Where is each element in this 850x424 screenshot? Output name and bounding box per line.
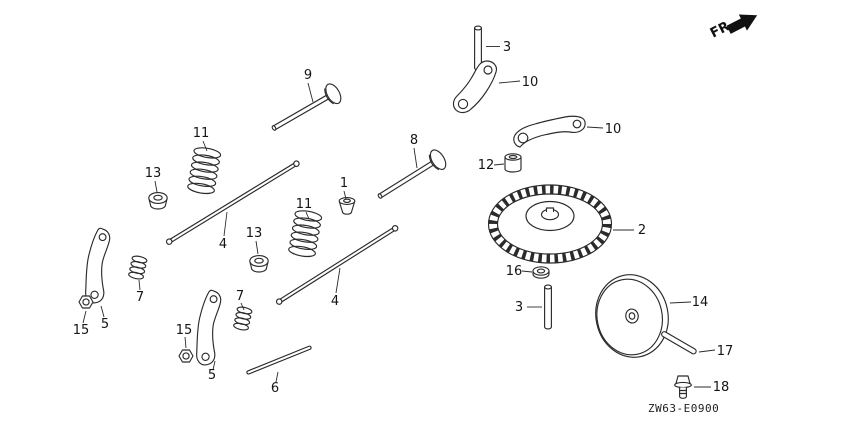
part-10-rocker-arm-upper — [452, 60, 498, 114]
part-11-spring-mid — [287, 208, 323, 259]
part-label-4-upper: 4 — [219, 237, 227, 252]
part-label-15-mid: 15 — [176, 323, 193, 338]
part-label-12: 12 — [478, 158, 495, 173]
part-label-8: 8 — [410, 133, 418, 148]
part-17-pin — [661, 331, 697, 355]
part-label-3-lower: 3 — [515, 300, 523, 315]
part-label-7-mid: 7 — [236, 289, 244, 304]
part-label-9: 9 — [304, 68, 312, 83]
part-labels: 3 10 9 10 8 12 11 13 1 4 11 13 2 16 3 14… — [73, 40, 734, 396]
part-5-arm-left — [84, 227, 111, 305]
part-11-spring-left — [186, 145, 222, 196]
part-label-7-left: 7 — [136, 290, 144, 305]
part-13-retainer-mid — [249, 255, 269, 273]
part-label-16: 16 — [506, 264, 523, 279]
part-5-arm-mid — [195, 289, 222, 367]
part-9-valve — [266, 80, 345, 139]
diagram-code: ZW63-E0900 — [648, 402, 719, 415]
fr-arrow-icon — [726, 14, 758, 34]
part-8-valve — [372, 146, 450, 207]
part-label-4-lower: 4 — [331, 294, 339, 309]
part-14-plate — [595, 274, 669, 358]
part-label-6: 6 — [271, 381, 279, 396]
part-label-5-mid: 5 — [208, 368, 216, 383]
part-label-5-left: 5 — [101, 317, 109, 332]
part-label-10-right: 10 — [605, 122, 622, 137]
part-label-17: 17 — [717, 344, 734, 359]
part-6-rod — [246, 345, 312, 375]
part-label-18: 18 — [713, 380, 730, 395]
part-label-10-upper: 10 — [522, 75, 539, 90]
part-4-pushrod-upper — [165, 160, 300, 245]
part-label-3-top: 3 — [503, 40, 511, 55]
part-2-cam-gear — [487, 184, 613, 264]
fr-direction-indicator: FR. — [708, 14, 758, 42]
part-16-washer — [532, 266, 550, 279]
part-3-pin-lower — [544, 284, 552, 330]
part-15-nut-mid — [178, 349, 194, 363]
part-label-1: 1 — [340, 176, 348, 191]
leader-lines — [82, 46, 716, 388]
part-label-14: 14 — [692, 295, 709, 310]
part-label-11-mid: 11 — [296, 197, 313, 212]
part-13-retainer-left — [148, 192, 168, 210]
part-7-spring-left — [127, 254, 149, 281]
part-18-bolt — [674, 375, 692, 399]
part-label-15-left: 15 — [73, 323, 90, 338]
part-10-rocker-arm-right — [513, 115, 586, 148]
part-12-bushing — [504, 153, 522, 173]
part-label-2: 2 — [638, 223, 646, 238]
part-7-spring-mid — [232, 305, 254, 332]
part-label-13-left: 13 — [145, 166, 162, 181]
part-label-11-left: 11 — [193, 126, 210, 141]
part-15-nut-left — [78, 295, 94, 309]
part-4-pushrod-lower — [275, 225, 399, 305]
part-1-spring-cap — [338, 197, 356, 215]
part-label-13-mid: 13 — [246, 226, 263, 241]
